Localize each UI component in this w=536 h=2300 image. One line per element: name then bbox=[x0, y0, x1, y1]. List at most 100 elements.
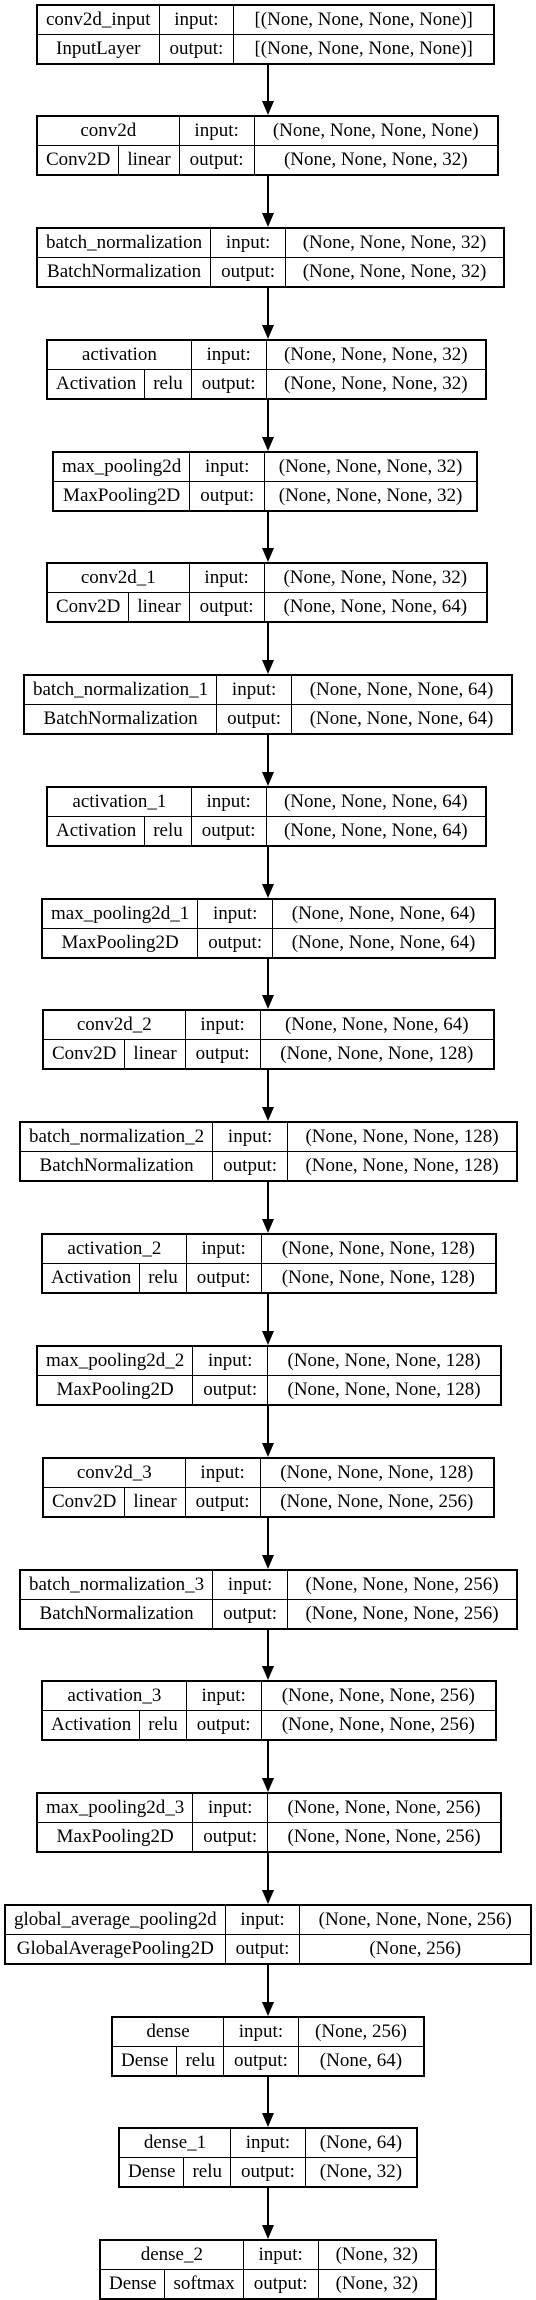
layer-class: Dense bbox=[120, 2158, 185, 2186]
input-label: input: bbox=[213, 1571, 288, 1600]
layer-name: activation_3 bbox=[67, 1685, 162, 1706]
layer-class-row: BatchNormalization bbox=[21, 1600, 212, 1628]
input-label: input: bbox=[179, 117, 254, 146]
output-label: output: bbox=[227, 708, 282, 729]
output-shape: (None, None, None, 64) bbox=[283, 596, 468, 617]
output-label: output: bbox=[201, 373, 256, 394]
io-shapes: (None, None, None, 128)(None, None, None… bbox=[268, 1347, 500, 1404]
layer-name-row: conv2d_input bbox=[38, 6, 159, 35]
layer-class: BatchNormalization bbox=[47, 261, 202, 282]
connection-arrow bbox=[262, 2188, 274, 2239]
layer-name-row: activation_1 bbox=[48, 788, 191, 817]
output-shape: (None, None, None, 32) bbox=[302, 261, 487, 282]
io-shapes: (None, None, None, 64)(None, None, None,… bbox=[273, 900, 494, 957]
layer-name: dense_1 bbox=[143, 2132, 207, 2153]
connection-arrow bbox=[262, 2077, 274, 2127]
layer-name: max_pooling2d_2 bbox=[46, 1350, 185, 1371]
layer-name-row: dense bbox=[113, 2018, 224, 2047]
input-label: input: bbox=[217, 676, 292, 705]
layer-name-row: dense_2 bbox=[101, 2241, 243, 2270]
connection-arrow bbox=[262, 512, 274, 562]
output-label: output: bbox=[199, 596, 254, 617]
output-label: output: bbox=[241, 2161, 295, 2182]
input-shape: (None, 64) bbox=[305, 2129, 416, 2158]
io-labels: input: output: bbox=[211, 229, 287, 286]
layer-name-row: max_pooling2d_1 bbox=[43, 900, 198, 929]
input-label: input: bbox=[190, 453, 265, 482]
io-shapes: (None, None, None, 32) (None, None, None,… bbox=[264, 564, 486, 621]
input-shape: (None, None, None, 32) bbox=[264, 564, 486, 593]
io-shapes: (None, None, None, 256)(None, None, None… bbox=[288, 1571, 516, 1628]
input-shape: (None, 32) bbox=[318, 2241, 435, 2270]
layer-class-row: MaxPooling2D bbox=[38, 1376, 192, 1404]
layer-name-row: activation bbox=[48, 341, 191, 370]
layer-activation: relu bbox=[148, 1714, 178, 1735]
io-labels: input:output: bbox=[191, 341, 267, 398]
layer-activation: softmax bbox=[173, 2273, 235, 2294]
output-label: output: bbox=[235, 1938, 290, 1959]
layer-name: batch_normalization bbox=[46, 232, 203, 253]
input-shape: (None, None, None, 256) bbox=[261, 1682, 495, 1711]
io-shapes: (None, None, None, 128)(None, None, None… bbox=[260, 1459, 493, 1516]
layer-name-row: batch_normalization_2 bbox=[21, 1123, 213, 1152]
layer-name-row: conv2d_2 bbox=[44, 1011, 185, 1040]
layer-class: Dense bbox=[113, 2047, 178, 2075]
connection-arrow bbox=[262, 288, 274, 339]
io-shapes: (None, 64)(None, 32) bbox=[305, 2129, 416, 2186]
layer-name-row: dense_1 bbox=[120, 2129, 231, 2158]
output-label: output: bbox=[203, 1826, 258, 1847]
layer-name-row: activation_2 bbox=[43, 1235, 186, 1264]
input-shape: [(None, None, None, None)] bbox=[234, 6, 493, 35]
connection-arrow bbox=[262, 1294, 274, 1345]
io-labels: input:output: bbox=[224, 2018, 299, 2075]
io-labels: input:output: bbox=[190, 453, 266, 510]
connection-arrow bbox=[262, 847, 274, 898]
output-shape: (None, None, None, 64) bbox=[291, 932, 476, 953]
output-shape: (None, 32) bbox=[335, 2273, 418, 2294]
input-shape: (None, None, None, 64) bbox=[292, 676, 511, 705]
layer-activation: linear bbox=[133, 1043, 177, 1064]
output-shape: (None, None, None, 128) bbox=[287, 1379, 481, 1400]
io-labels: input:output: bbox=[225, 1906, 301, 1963]
connection-arrow bbox=[262, 1630, 274, 1680]
io-shapes: (None, None, None, 128)(None, None, None… bbox=[288, 1123, 516, 1180]
io-labels: input:output: bbox=[213, 1571, 289, 1628]
input-label: input: bbox=[186, 1235, 261, 1264]
io-labels: input:output: bbox=[243, 2241, 319, 2298]
input-label: input: bbox=[231, 2129, 305, 2158]
input-label: input: bbox=[211, 229, 286, 258]
output-shape: (None, None, None, 128) bbox=[281, 1267, 475, 1288]
output-label: output: bbox=[196, 1714, 251, 1735]
output-label: output: bbox=[221, 261, 276, 282]
io-labels: input:output: bbox=[186, 1682, 262, 1739]
layer-activation: linear bbox=[127, 149, 171, 170]
layer-class: MaxPooling2D bbox=[56, 1826, 174, 1847]
input-shape: (None, None, None, 256) bbox=[288, 1571, 516, 1600]
output-label: output: bbox=[189, 149, 244, 170]
layer-name: activation bbox=[81, 344, 157, 365]
input-label: input: bbox=[213, 1123, 288, 1152]
output-shape: (None, None, None, 32) bbox=[283, 373, 468, 394]
output-label: output: bbox=[208, 932, 263, 953]
